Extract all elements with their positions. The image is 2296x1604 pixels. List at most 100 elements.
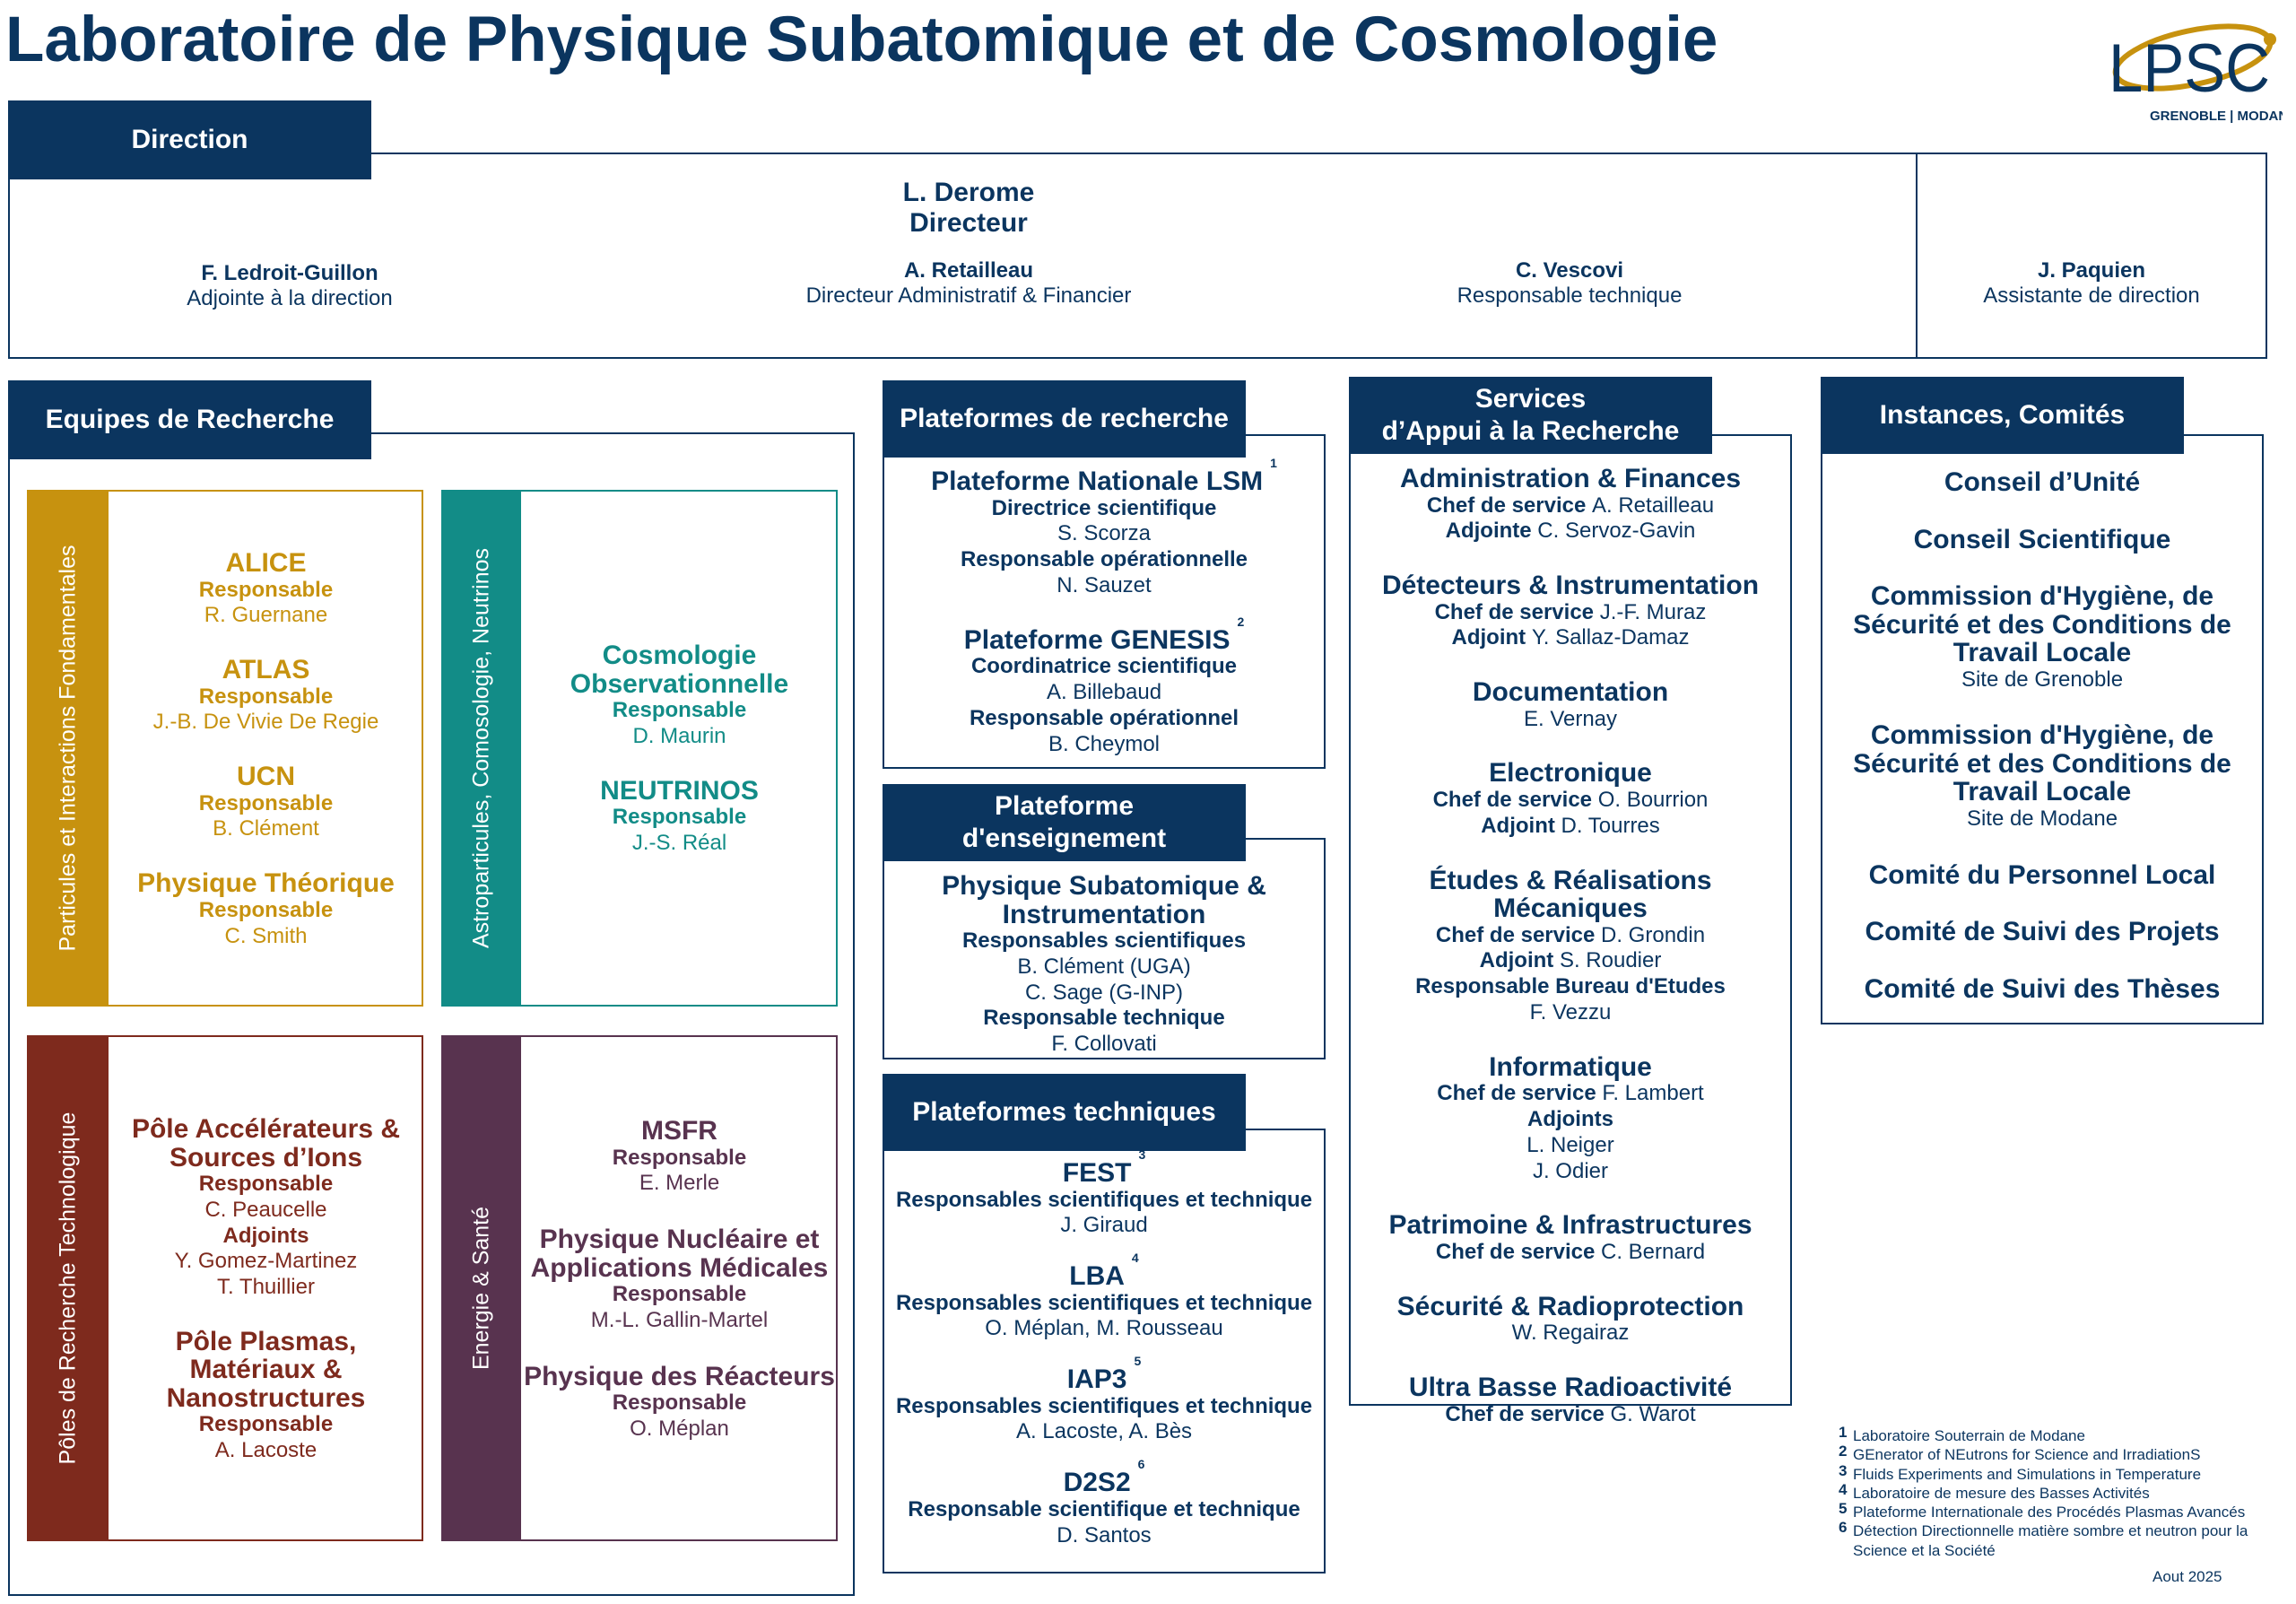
org-group: Comité de Suivi des Projets: [1865, 918, 2219, 946]
role-person-line: Adjoint D. Tourres: [1481, 814, 1660, 840]
person-name: C. Bernard: [1601, 1239, 1706, 1264]
person-name: B. Clément (UGA): [1017, 954, 1191, 979]
footnote-item: 5 Plateforme Internationale des Procédés …: [1839, 1500, 2292, 1521]
group-title: Plateforme Nationale LSM1: [931, 456, 1277, 496]
group-title: Comité de Suivi des Thèses: [1864, 973, 2221, 1004]
footnote-number: 5: [1839, 1500, 1848, 1517]
group-title: ALICE: [225, 548, 307, 578]
person-name: A. Billebaud: [1046, 679, 1162, 704]
role-label: Responsables scientifiques et technique: [895, 1187, 1313, 1212]
person-name: E. Vernay: [1523, 706, 1618, 731]
role-label: Responsable: [612, 805, 747, 830]
role-label: Chef de service: [1432, 787, 1598, 812]
role-label: Adjoint: [1451, 625, 1532, 650]
person-name: B. Clément: [213, 816, 319, 841]
role-label: Responsable: [612, 698, 747, 722]
person-name: J. Odier: [1532, 1158, 1608, 1183]
direction-member: F. Ledroit-Guillon Adjointe à la directi…: [187, 261, 393, 310]
footnote-text: Fluids Experiments and Simulations in Te…: [1853, 1465, 2202, 1483]
group-title: Matériaux &: [189, 1355, 343, 1385]
footnote-marker: 2: [1237, 614, 1245, 629]
person-name: N. Sauzet: [1057, 572, 1152, 597]
group-title: Ultra Basse Radioactivité: [1408, 1373, 1733, 1403]
group-title: UCN: [236, 762, 295, 792]
person-name: O. Méplan, M. Rousseau: [985, 1316, 1223, 1341]
role-label: Responsables scientifiques et technique: [895, 1290, 1313, 1315]
person-name: R. Guernane: [204, 603, 328, 628]
role-label: Responsable: [198, 684, 334, 709]
role-label: Adjoint: [1479, 948, 1560, 973]
role-person-line: Chef de service J.-F. Muraz: [1435, 600, 1707, 626]
role-label: Chef de service: [1426, 493, 1592, 518]
role-label: Adjoints: [222, 1223, 309, 1248]
role-label: Responsable: [198, 897, 334, 922]
group-title: Sécurité et des Conditions de: [1853, 748, 2231, 779]
person-name: O. Méplan: [630, 1416, 729, 1441]
group-title: Cosmologie: [602, 641, 757, 670]
role-label: Responsable: [612, 1282, 747, 1307]
org-group: Conseil d’Unité: [1944, 468, 2140, 497]
person-name: O. Bourrion: [1597, 787, 1709, 812]
research-platforms-panel: [883, 434, 1326, 769]
person-name: B. Cheymol: [1048, 731, 1161, 756]
role-label: Coordinatrice scientifique: [970, 654, 1238, 679]
group-title: Comité du Personnel Local: [1868, 859, 2216, 890]
role-label: Responsable Bureau d'Etudes: [1415, 974, 1726, 999]
role-label: Chef de service: [1435, 1239, 1601, 1264]
role-label: Responsable: [198, 1172, 334, 1196]
role-label: Adjoints: [1526, 1107, 1613, 1132]
footnote-text: Détection Directionnelle matière sombre …: [1853, 1522, 2248, 1559]
instances-panel: [1821, 434, 2264, 1024]
person-name: D. Santos: [1057, 1522, 1152, 1547]
group-title: Physique des Réacteurs: [524, 1361, 835, 1391]
quadrant-bar: Astroparticules, Comosologie, Neutrinos: [441, 490, 521, 1007]
group-title: Nanostructures: [166, 1382, 366, 1413]
support-services-panel: [1349, 434, 1792, 1406]
role-label: Responsable: [198, 1412, 334, 1437]
footnote-text: Plateforme Internationale des Procédés P…: [1853, 1504, 2246, 1521]
footnote-marker: 1: [1270, 456, 1277, 470]
footnote-number: 1: [1839, 1424, 1848, 1441]
person-name: J.-B. De Vivie De Regie: [152, 710, 379, 735]
person-name: S. Scorza: [1057, 521, 1152, 546]
footnote-number: 6: [1839, 1519, 1848, 1537]
group-title: Sécurité et des Conditions de: [1853, 609, 2231, 640]
person-name: G. Warot: [1610, 1401, 1696, 1426]
group-title: Sécurité & Radioprotection: [1396, 1291, 1744, 1321]
person-name: L. Neiger: [1526, 1132, 1614, 1157]
group-title: Physique Subatomique &: [942, 871, 1266, 901]
director: L. Derome Directeur: [789, 178, 1148, 239]
quadrant-bar: Particules et Interactions Fondamentales: [27, 490, 109, 1007]
person-name: C. Sage (G-INP): [1024, 980, 1184, 1005]
role-person-line: Chef de service G. Warot: [1445, 1402, 1695, 1428]
footnote-text: Laboratoire de mesure des Basses Activit…: [1853, 1484, 2150, 1502]
org-group: Comité du Personnel Local: [1869, 861, 2216, 890]
group-title: FEST3: [1062, 1147, 1146, 1188]
person-name: C. Smith: [224, 923, 308, 948]
person-name: M.-L. Gallin-Martel: [590, 1307, 769, 1332]
group-title: Sources d’Ions: [169, 1142, 363, 1172]
role-person-line: Adjoint Y. Sallaz-Damaz: [1452, 625, 1690, 651]
group-title: Commission d'Hygiène, de: [1870, 720, 2214, 751]
role-person-line: Chef de service A. Retailleau: [1427, 493, 1714, 519]
